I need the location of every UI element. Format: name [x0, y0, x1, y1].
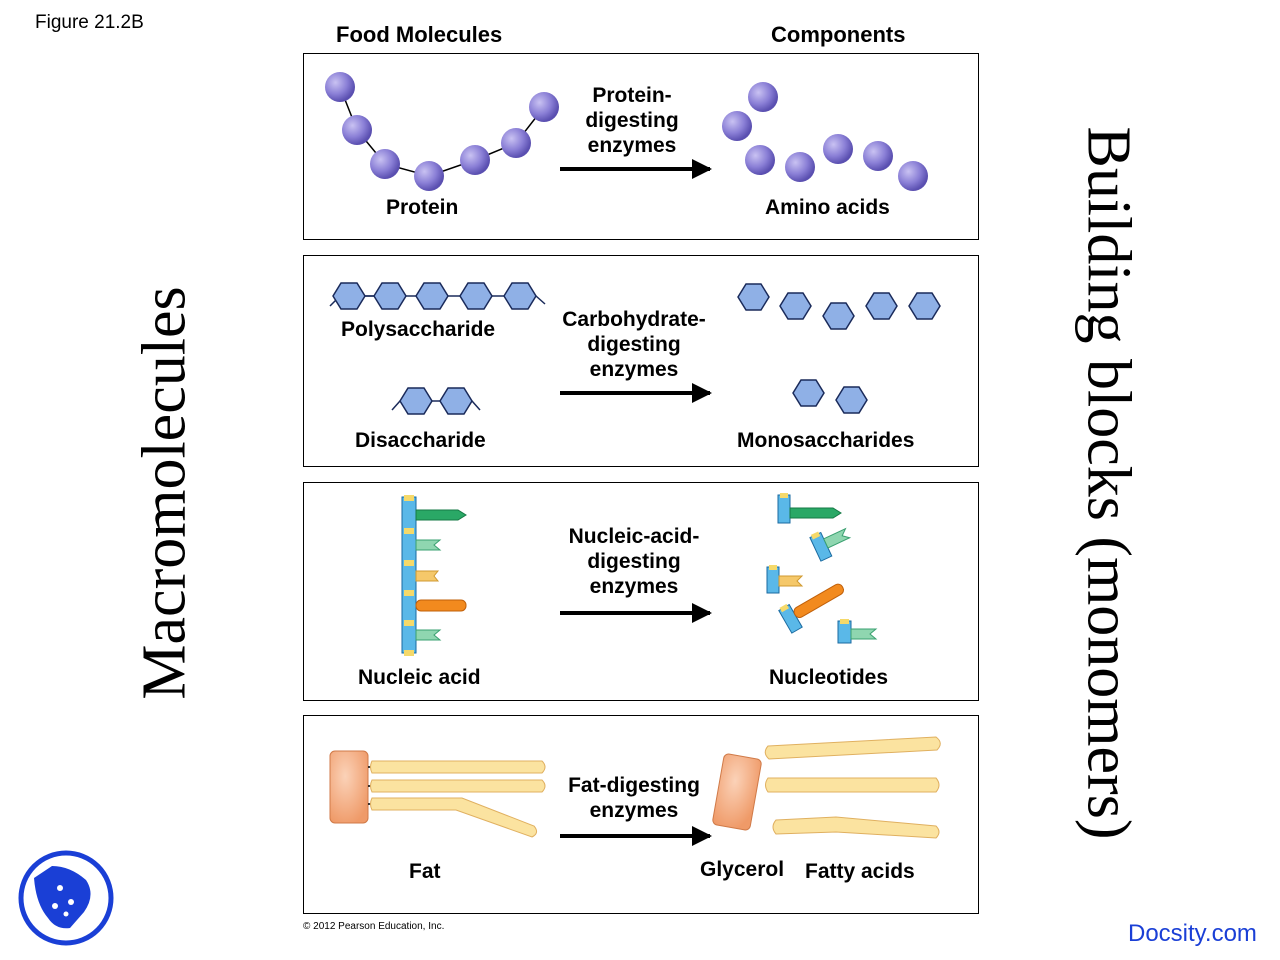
- protein-chain: [325, 72, 559, 191]
- label-fatty-acids: Fatty acids: [805, 860, 915, 883]
- publisher-logo: [18, 850, 114, 946]
- panel-protein: [303, 53, 979, 240]
- enzyme-label-protein: Protein- digesting enzymes: [585, 84, 679, 157]
- enzyme-label-fat: Fat-digesting enzymes: [568, 774, 700, 822]
- label-glycerol: Glycerol: [700, 858, 785, 881]
- amino-acid-bead: [370, 149, 400, 179]
- fat-molecule: [329, 750, 546, 838]
- amino-acid-bead: [325, 72, 355, 102]
- amino-acid-bead: [529, 92, 559, 122]
- header-components: Components: [771, 22, 906, 47]
- fatty-acids: [764, 736, 941, 839]
- copyright-notice: © 2012 Pearson Education, Inc.: [303, 921, 445, 932]
- label-monosaccharides: Monosaccharides: [737, 429, 915, 452]
- label-polysaccharide: Polysaccharide: [341, 318, 496, 341]
- label-disaccharide: Disaccharide: [355, 429, 486, 452]
- label-fat: Fat: [409, 860, 441, 883]
- polysaccharide-chain: [329, 282, 546, 310]
- amino-acid-bead: [460, 145, 490, 175]
- label-amino-acids: Amino acids: [765, 196, 890, 219]
- monosaccharides: [737, 283, 941, 414]
- disaccharide: [391, 387, 481, 415]
- panel-carbohydrate: [303, 255, 979, 467]
- enzyme-label-nucleic-acid: Nucleic-acid- digesting enzymes: [568, 525, 700, 598]
- brand-link[interactable]: Docsity.com: [1128, 920, 1257, 947]
- nucleotides: [766, 493, 878, 644]
- amino-acid-bead: [501, 128, 531, 158]
- enzyme-label-carbohydrate: Carbohydrate- digesting enzymes: [562, 308, 706, 381]
- label-protein: Protein: [386, 196, 459, 219]
- amino-acid-bead: [342, 115, 372, 145]
- label-nucleotides: Nucleotides: [769, 666, 889, 689]
- glycerol: [712, 753, 762, 831]
- amino-acids: [722, 82, 928, 191]
- amino-acid-bead: [414, 161, 444, 191]
- figure-label: Figure 21.2B: [35, 12, 144, 33]
- header-food-molecules: Food Molecules: [336, 22, 503, 47]
- label-nucleic-acid: Nucleic acid: [358, 666, 481, 689]
- nucleic-acid-strand: [401, 495, 467, 656]
